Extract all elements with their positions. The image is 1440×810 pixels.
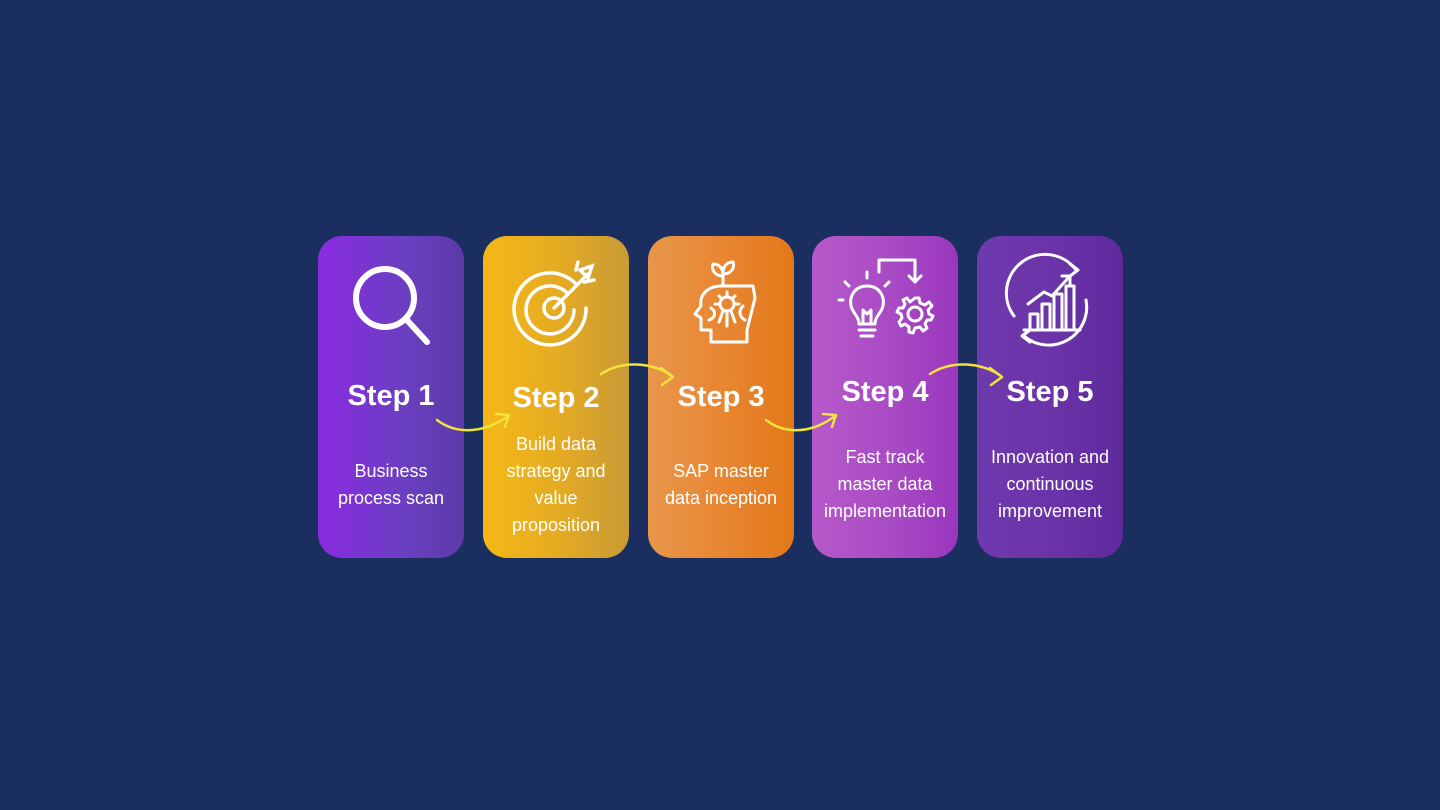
step-card-1: Step 1 Business process scan [318,236,464,558]
step-title: Step 3 [677,381,765,413]
step-card-2: Step 2 Build data strategy and value pro… [483,236,629,558]
growth-chart-icon [1000,252,1100,358]
step-title: Step 5 [1006,376,1094,408]
lightbulb-gear-icon [835,256,935,356]
step-title: Step 4 [841,376,929,408]
step-card-5: Step 5 Innovation and continuous improve… [977,236,1123,558]
step-description: Business process scan [337,461,445,508]
brain-plant-icon [671,258,771,358]
step-title: Step 1 [347,380,435,412]
target-icon [506,256,606,356]
step-card-4: Step 4 Fast track master data implementa… [812,236,958,558]
step-description: Innovation and continuous improvement [990,447,1110,521]
step-card-3: Step 3 SAP master data inception [648,236,794,558]
step-description: SAP master data inception [664,461,778,508]
step-description: Fast track master data implementation [823,447,947,521]
step-description: Build data strategy and value propositio… [506,434,606,535]
step-title: Step 2 [512,382,600,414]
magnifier-icon [341,258,441,358]
